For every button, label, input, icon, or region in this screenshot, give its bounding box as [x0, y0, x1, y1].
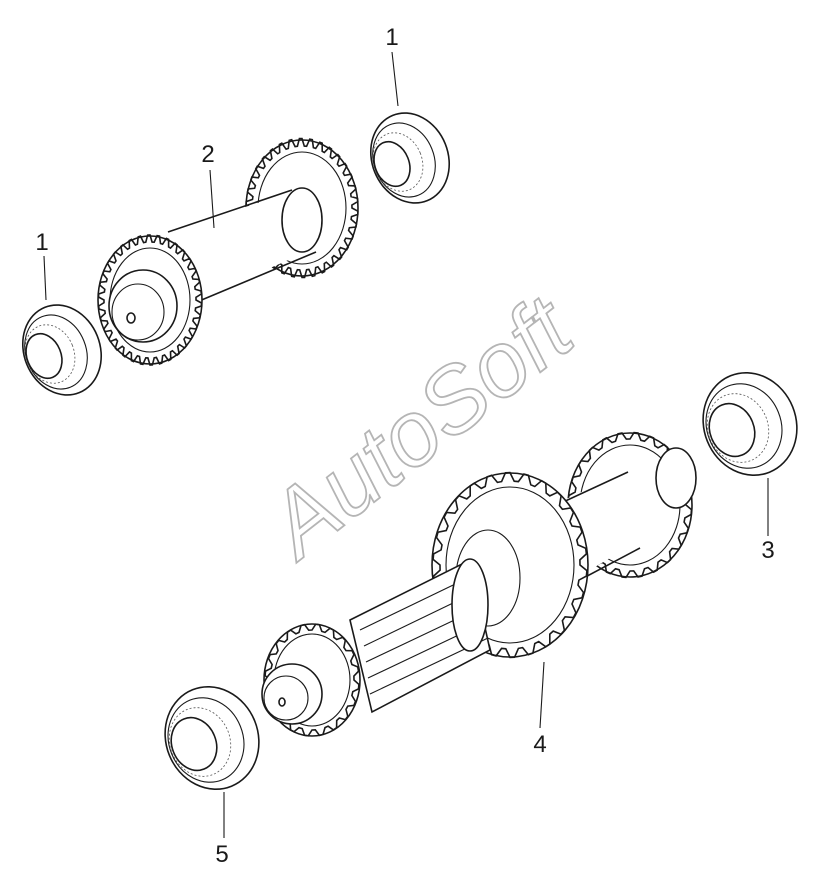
main-shaft-splines [349, 558, 491, 714]
callout-4: 4 [533, 731, 546, 758]
callout-2: 2 [201, 141, 214, 168]
bearing-right [702, 371, 798, 477]
bearing-upper-right [369, 112, 451, 204]
callout-1-upper-right: 1 [385, 24, 398, 51]
main-shaft-gear-small [261, 623, 361, 737]
bearing-upper-left [21, 304, 103, 396]
callout-5: 5 [215, 841, 228, 868]
bearing-lower-left [164, 685, 260, 791]
callout-1-upper-left: 1 [35, 229, 48, 256]
countershaft-assembly [97, 137, 359, 366]
callout-3: 3 [761, 537, 774, 564]
countershaft-body [167, 187, 323, 305]
countershaft-gear-left [97, 234, 203, 366]
main-shaft-assembly [261, 431, 697, 737]
leader-lines [43, 51, 769, 838]
